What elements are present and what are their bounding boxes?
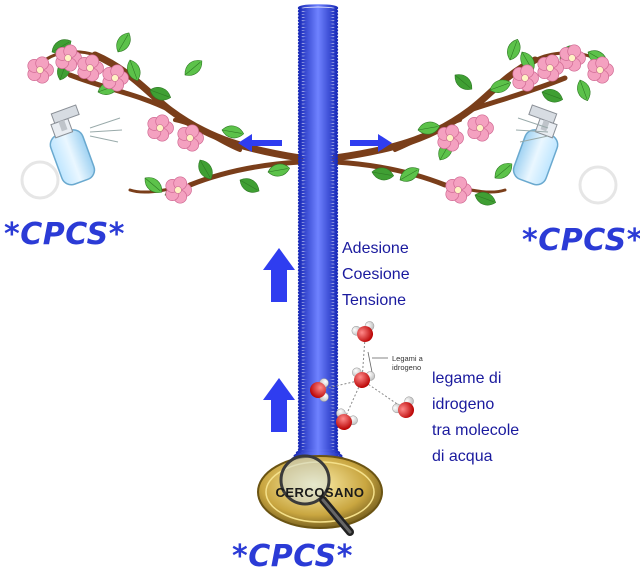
cpcs-label-left: *CPCS* — [4, 217, 125, 252]
leaf-icon — [149, 87, 172, 101]
water-molecule-icon — [336, 408, 358, 430]
leaf-icon — [371, 167, 395, 181]
water-molecule-icon — [351, 321, 375, 342]
spray-bottle-icon — [512, 104, 559, 186]
cherry-blossom-icon — [55, 44, 82, 72]
water-molecule-icon — [392, 396, 414, 418]
bond-callout-line2: idrogeno — [392, 363, 421, 372]
cherry-blossom-icon — [147, 114, 174, 142]
force-adesione: Adesione — [342, 240, 409, 257]
arrow-up-icon — [263, 248, 295, 302]
trunk-coil — [282, 4, 354, 476]
leaf-icon — [489, 79, 512, 93]
spray-mist — [89, 117, 123, 143]
bond-line-3: tra molecole — [432, 422, 520, 439]
leaf-icon — [144, 177, 163, 193]
leaf-icon — [239, 178, 260, 193]
cherry-blossom-icon — [27, 56, 54, 84]
leaf-icon — [267, 163, 291, 177]
leaf-icon — [417, 121, 441, 135]
leaf-icon — [507, 38, 521, 61]
leaf-icon — [399, 167, 420, 182]
cherry-blossom-icon — [437, 124, 464, 152]
watermark-logo — [20, 160, 60, 200]
arrow-right-icon — [350, 134, 392, 152]
bond-line-1: legame di — [432, 370, 502, 387]
leaf-icon — [184, 60, 203, 76]
leaf-icon — [474, 192, 497, 206]
leaf-icon — [221, 125, 245, 139]
bond-callout-line1: Legami a — [392, 354, 424, 363]
water-molecule-icon — [310, 378, 329, 402]
cherry-blossom-icon — [177, 124, 204, 152]
cherry-blossom-icon — [102, 64, 129, 92]
forces-list: Adesione Coesione Tensione — [342, 236, 410, 314]
force-tensione: Tensione — [342, 292, 407, 309]
leaf-icon — [494, 163, 513, 179]
spray-bottle-icon — [49, 104, 96, 186]
magnifier-icon — [279, 454, 354, 536]
cherry-blossom-icon — [587, 56, 614, 84]
force-coesione: Coesione — [342, 266, 410, 283]
bond-line-4: di acqua — [432, 448, 493, 465]
cherry-blossom-icon — [512, 64, 539, 92]
bond-description: legame di idrogeno tra molecole di acqua — [432, 366, 519, 470]
leaf-icon — [127, 59, 141, 82]
logo-text: CERCOSANO — [275, 485, 364, 500]
arrow-left-icon — [238, 134, 282, 152]
cercosano-logo — [257, 455, 383, 529]
bond-line-2: idrogeno — [432, 396, 495, 413]
leaf-icon — [116, 32, 131, 53]
flowers-group — [27, 44, 614, 204]
cherry-blossom-icon — [77, 54, 104, 82]
cherry-blossom-icon — [467, 114, 494, 142]
leaf-icon — [577, 79, 591, 102]
leaf-icon — [198, 159, 213, 180]
leaf-icon — [454, 74, 473, 90]
cherry-blossom-icon — [445, 176, 472, 204]
cherry-blossom-icon — [165, 176, 192, 204]
leaf-icon — [541, 89, 564, 103]
water-molecule-icon — [352, 367, 376, 388]
cpcs-label-right: *CPCS* — [522, 223, 640, 258]
watermark-logo — [578, 165, 618, 205]
arrow-up-icon — [263, 378, 295, 432]
cpcs-label-bottom: *CPCS* — [232, 539, 353, 574]
spray-mist — [515, 117, 549, 143]
cherry-blossom-icon — [537, 54, 564, 82]
